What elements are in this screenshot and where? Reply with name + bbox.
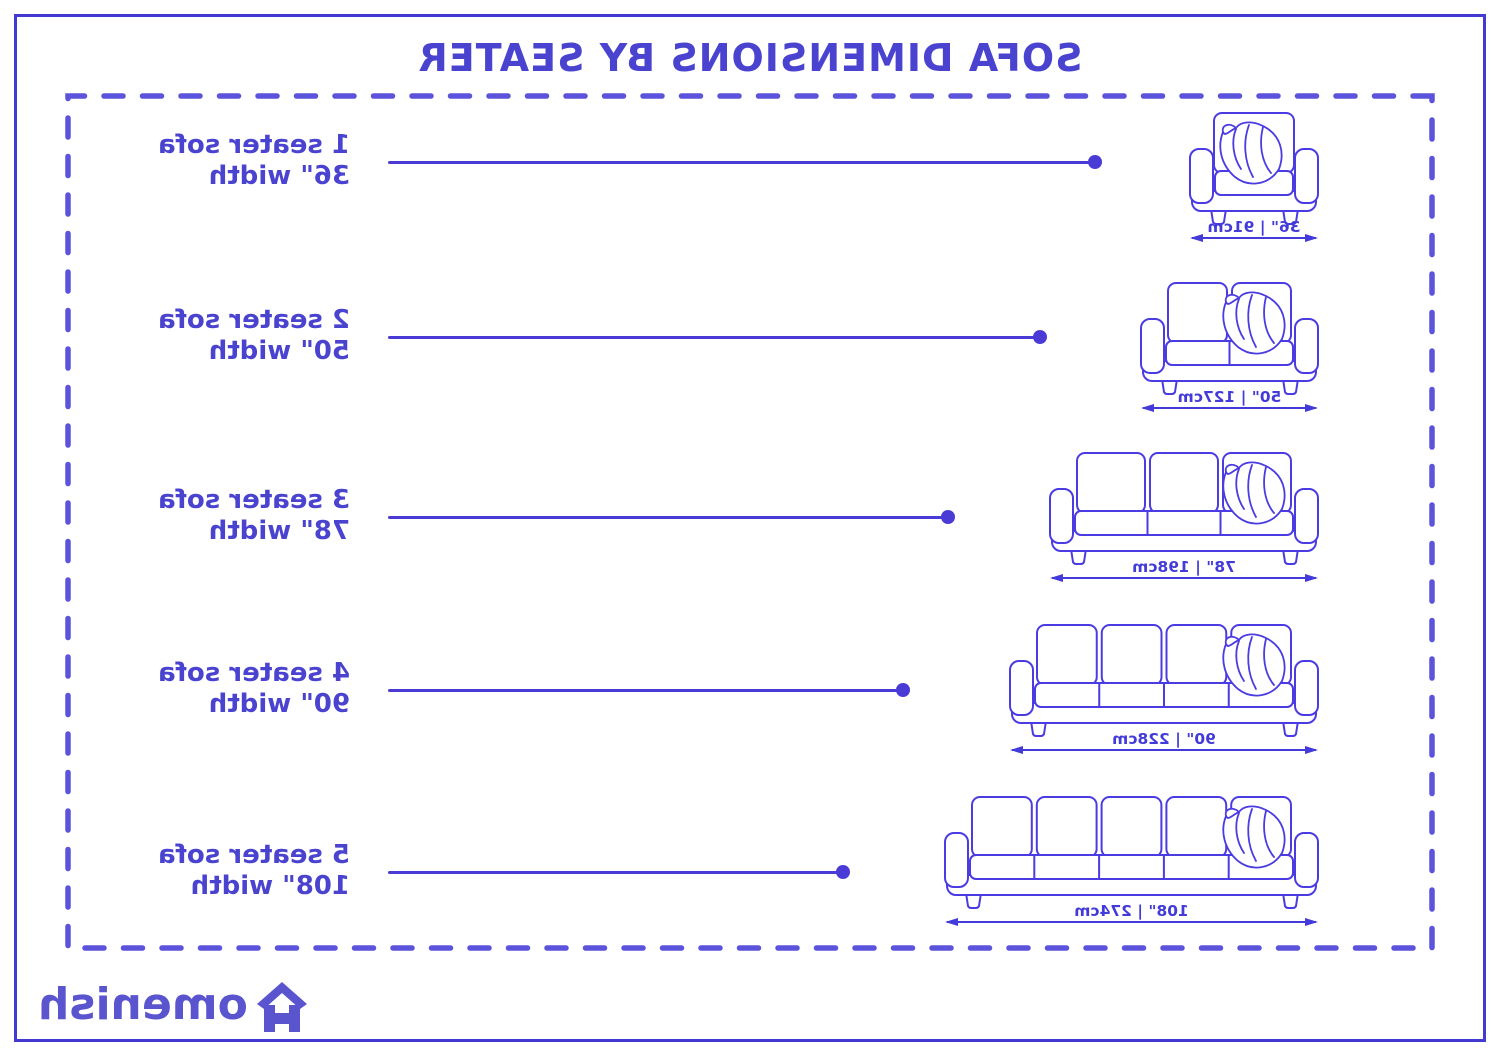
connector-line	[388, 870, 843, 874]
connector-dot	[896, 683, 910, 697]
sofa-illustration-2-seater: 50" | 127cm	[1140, 282, 1319, 412]
seater-width: 50" width	[208, 336, 350, 366]
dimension-label: 36" | 91cm	[1207, 218, 1300, 237]
dashed-frame-border	[65, 93, 1435, 951]
connector-line	[388, 688, 903, 692]
row-label-1-seater: 1 seater sofa 36" width	[30, 130, 350, 192]
seater-width: 90" width	[208, 689, 350, 719]
connector-line	[388, 160, 1095, 164]
dimension-label: 78" | 198cm	[1132, 558, 1236, 577]
row-label-4-seater: 4 seater sofa 90" width	[30, 658, 350, 720]
pillow-drawing	[1219, 121, 1283, 185]
row-label-5-seater: 5 seater sofa 108" width	[30, 840, 350, 902]
connector-dot	[836, 865, 850, 879]
logo-wordmark: omenish	[38, 979, 248, 1030]
connector-line	[388, 515, 948, 519]
dimension-label: 108" | 274cm	[1074, 902, 1189, 921]
seater-name: 5 seater sofa	[158, 840, 350, 870]
page-title: SOFA DIMENSIONS BY SEATER	[417, 36, 1083, 80]
row-label-3-seater: 3 seater sofa 78" width	[30, 485, 350, 547]
seater-width: 108" width	[190, 871, 350, 901]
pillow-drawing	[1222, 633, 1286, 697]
dimension-label: 50" | 127cm	[1178, 388, 1282, 407]
seater-width: 78" width	[208, 516, 350, 546]
sofa-illustration-3-seater: 78" | 198cm	[1049, 452, 1319, 582]
row-label-2-seater: 2 seater sofa 50" width	[30, 305, 350, 367]
house-icon	[256, 982, 307, 1032]
connector-dot	[1088, 155, 1102, 169]
seater-name: 4 seater sofa	[158, 658, 350, 688]
connector-dot	[941, 510, 955, 524]
seater-name: 2 seater sofa	[158, 305, 350, 335]
seater-name: 3 seater sofa	[158, 485, 350, 515]
sofa-illustration-1-seater: 36" | 91cm	[1189, 112, 1319, 242]
connector-dot	[1033, 330, 1047, 344]
seater-name: 1 seater sofa	[158, 130, 350, 160]
pillow-drawing	[1222, 291, 1286, 355]
dimension-label: 90" | 228cm	[1112, 730, 1216, 749]
pillow-drawing	[1222, 461, 1286, 525]
pillow-drawing	[1222, 805, 1286, 869]
sofa-illustration-5-seater: 108" | 274cm	[944, 796, 1319, 926]
connector-line	[388, 335, 1040, 339]
homenish-logo: omenish	[38, 978, 309, 1032]
seater-width: 36" width	[208, 161, 350, 191]
sofa-illustration-4-seater: 90" | 228cm	[1009, 624, 1319, 754]
